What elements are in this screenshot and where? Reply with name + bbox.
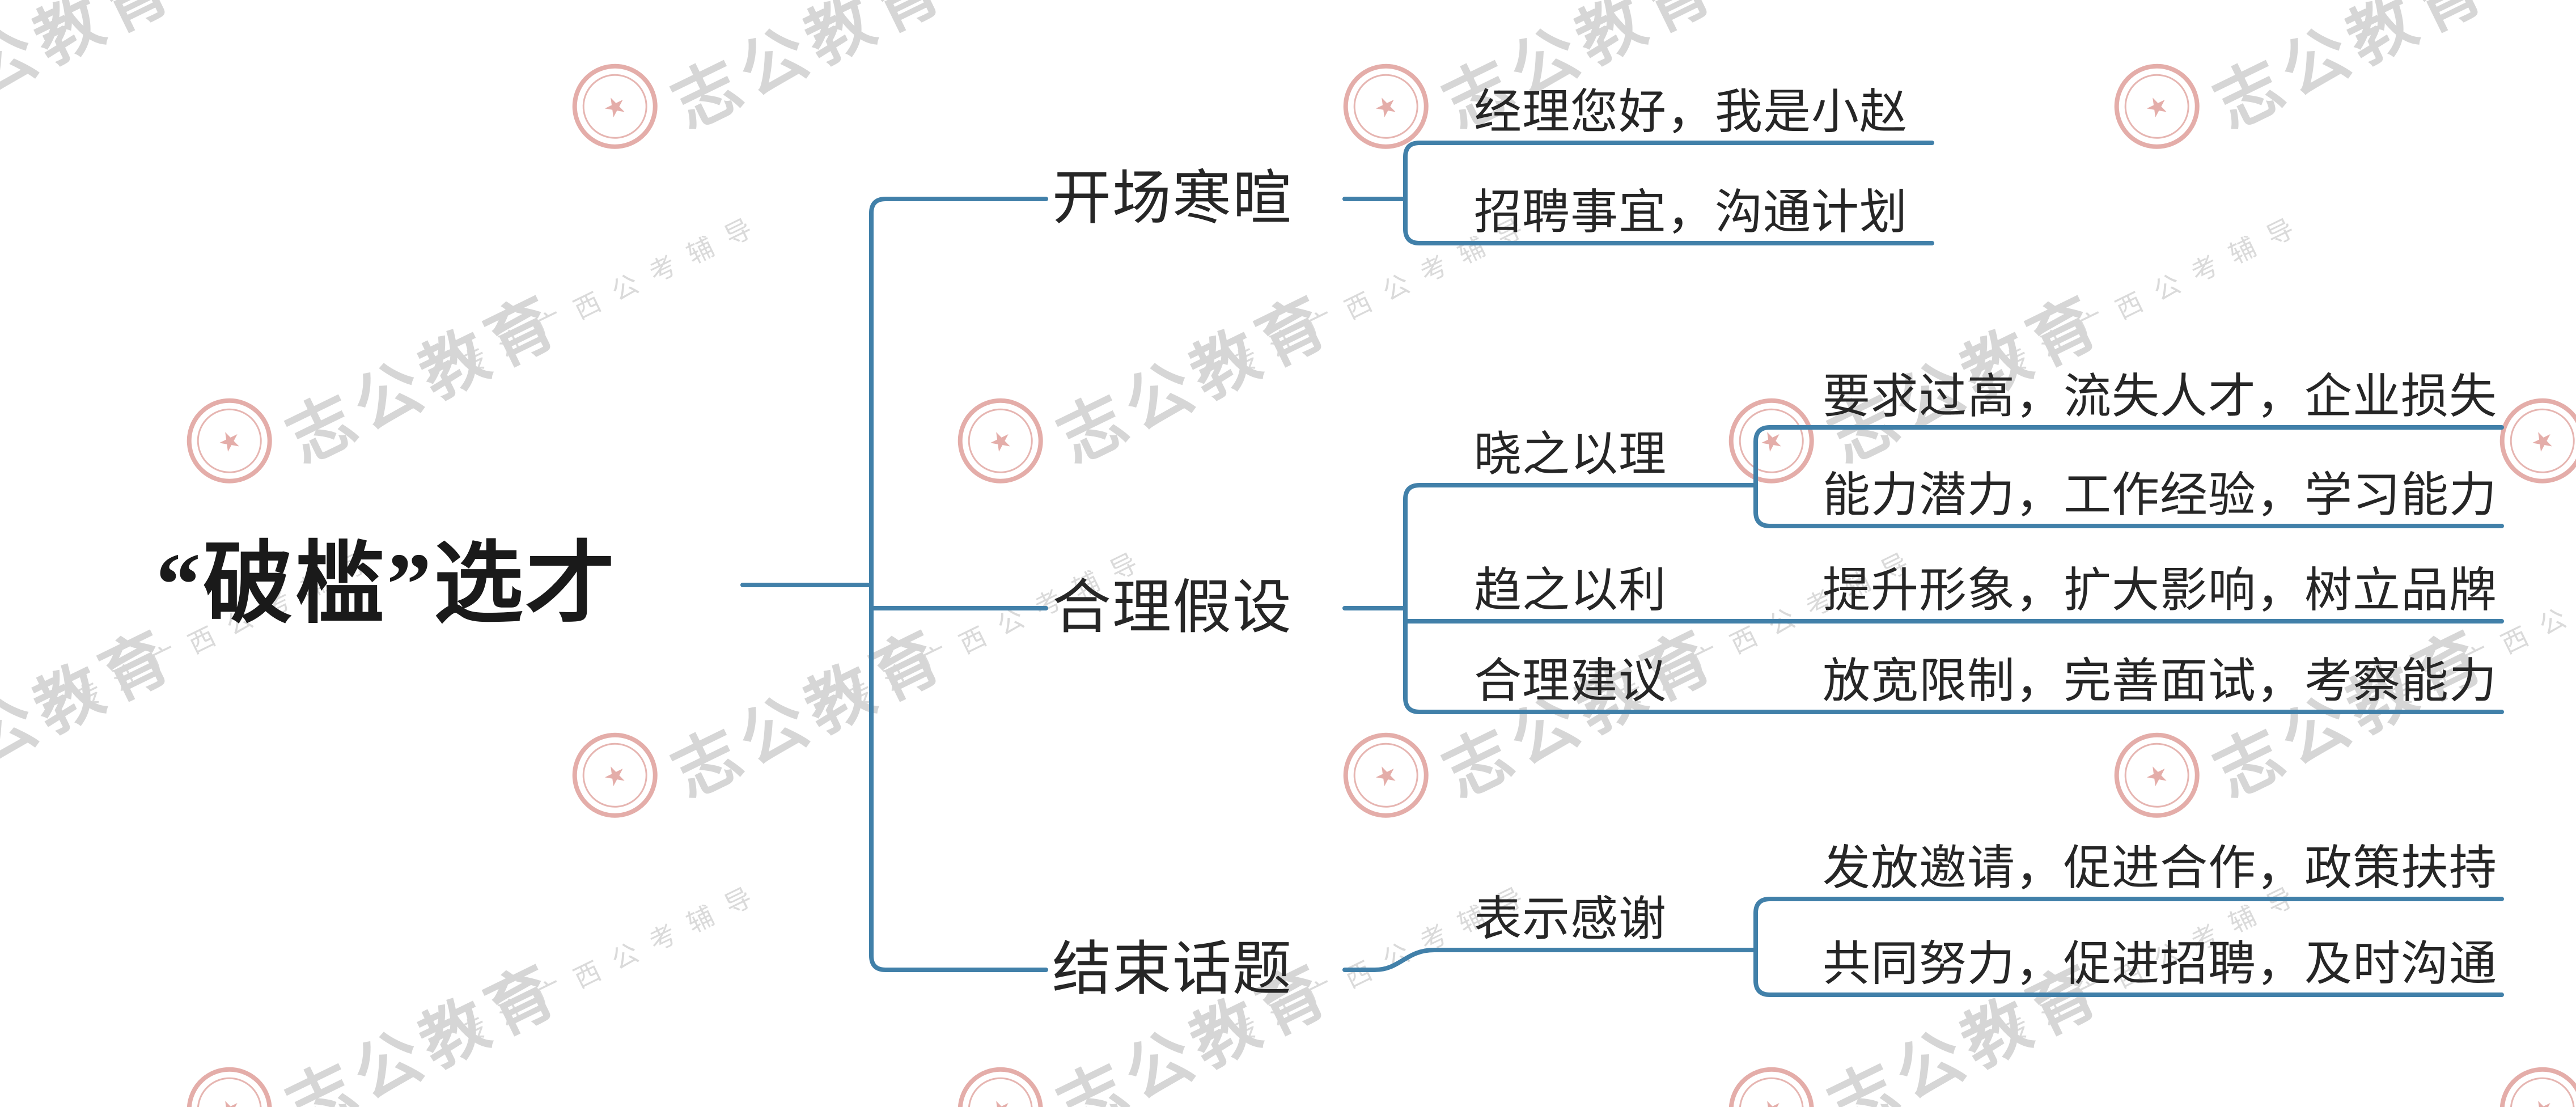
watermark-star-icon: ★ (179, 1059, 280, 1107)
watermark-seal-ring (571, 732, 658, 818)
watermark-tagline-text: 专注广西公考辅导 (456, 206, 771, 380)
watermark-seal-icon: ★ (558, 49, 672, 164)
watermark-seal-icon: ★ (2100, 718, 2214, 833)
watermark-seal-icon: ★ (943, 384, 1058, 498)
watermark-seal-icon: ★ (2485, 1053, 2576, 1107)
watermark-tile: ★志公教育专注广西公考辅导 (841, 266, 1346, 714)
watermark-star-icon: ★ (2140, 757, 2174, 794)
watermark-star-icon: ★ (1369, 757, 1403, 794)
watermark-seal-icon: ★ (172, 1053, 287, 1107)
main-topic-hypothesis: 合理假设 (1052, 575, 1293, 641)
watermark-seal-icon: ★ (943, 1053, 1058, 1107)
watermark-seal-ring (1342, 63, 1429, 150)
watermark-star-icon: ★ (598, 88, 632, 125)
leaf-topic-reasoning-1: 要求过高，流失人才，企业损失 (1823, 371, 2498, 423)
main-topic-closing: 结束话题 (1052, 937, 1293, 1002)
edge-main-bracket-bottom (869, 953, 1048, 972)
leaf-topic-reasoning-2: 能力潜力，工作经验，学习能力 (1823, 469, 2498, 522)
watermark-star-icon: ★ (598, 757, 632, 794)
watermark-star-icon: ★ (2140, 88, 2174, 125)
edge-main-bracket-top (869, 197, 1048, 958)
watermark-seal-ring (1728, 397, 1815, 484)
watermark-brand-text: 志公教育 (276, 283, 574, 478)
watermark-brand-text: 志公教育 (0, 0, 188, 143)
watermark-tile: ★志公教育专注广西公考辅导 (1998, 601, 2503, 1049)
watermark-seal-icon: ★ (1714, 384, 1829, 498)
watermark-seal-ring (186, 1066, 273, 1107)
watermark-tile: ★ 志公教育专注广西公考辅导 (456, 0, 961, 380)
watermark-seal-icon: ★ (1714, 1053, 1829, 1107)
sub-topic-greeting-line1: 经理您好，我是小赵 (1474, 86, 1908, 139)
watermark-tagline-text: 专注广西公考辅导 (456, 875, 771, 1049)
watermark-seal-ring (1342, 732, 1429, 818)
sub-topic-greeting-line2: 招聘事宜，沟通计划 (1474, 186, 1908, 239)
watermark-tagline-text: 专注广西公考辅导 (0, 201, 1, 382)
watermark-star-icon: ★ (2526, 423, 2560, 460)
watermark-seal-ring (2499, 1066, 2576, 1107)
watermark-brand-text: 志公教育 (662, 617, 959, 812)
watermark-tile: ★ 志公教育专注广西公考辅导 (456, 601, 961, 1049)
leaf-topic-thanks-1: 发放邀请，促进合作，政策扶持 (1823, 842, 2498, 895)
watermark-seal-icon: ★ (2485, 384, 2576, 498)
watermark-seal-ring (2499, 397, 2576, 484)
root-topic: “破槛”选才 (156, 535, 617, 634)
watermark-tile: ★ 志公教育专注广西公考辅导 (1998, 0, 2503, 380)
watermark-seal-ring (957, 397, 1044, 484)
watermark-tagline-text: 专注广西公考辅导 (0, 870, 1, 1051)
watermark-brand-text: 志公教育 (1433, 617, 1730, 812)
watermark-brand-text: 志公教育 (662, 0, 959, 143)
watermark-tagline-text: 专注广西公考辅导 (1998, 206, 2313, 380)
watermark-seal-icon: ★ (1329, 718, 1443, 833)
watermark-star-icon: ★ (2492, 1059, 2576, 1107)
watermark-seal-ring (186, 397, 273, 484)
watermark-seal-icon: ★ (1329, 49, 1443, 164)
sub-topic-benefits: 趋之以利 (1474, 565, 1667, 617)
watermark-seal-icon: ★ (558, 718, 672, 833)
watermark-seal-ring (2113, 63, 2200, 150)
watermark-brand-text: 志公教育 (2204, 617, 2501, 812)
watermark-star-icon: ★ (213, 423, 247, 460)
watermark-tile: ★志公教育专注广西公考辅导 (1227, 601, 1732, 1049)
watermark-star-icon: ★ (984, 423, 1018, 460)
sub-topic-suggestion: 合理建议 (1474, 655, 1667, 708)
watermark-tile: ★志公教育专注广西公考辅导 (70, 266, 575, 714)
watermark-star-icon: ★ (1721, 1059, 1822, 1107)
sub-topic-reasoning: 晓之以理 (1474, 429, 1667, 481)
watermark-seal-ring (957, 1066, 1044, 1107)
watermark-star-icon: ★ (1755, 423, 1789, 460)
watermark-star-icon: ★ (950, 1059, 1051, 1107)
watermark-seal-icon: ★ (172, 384, 287, 498)
watermark-seal-icon: ★ (2100, 49, 2214, 164)
leaf-topic-suggestion-1: 放宽限制，完善面试，考察能力 (1823, 655, 2498, 708)
watermark-brand-text: 志公教育 (1047, 283, 1345, 478)
watermark-seal-ring (2113, 732, 2200, 818)
watermark-brand-text: 志公教育 (276, 952, 574, 1107)
edge-branch2-chain (1342, 948, 1758, 972)
leaf-topic-benefits-1: 提升形象，扩大影响，树立品牌 (1823, 565, 2498, 617)
leaf-topic-thanks-2: 共同努力，促进招聘，及时沟通 (1823, 938, 2498, 991)
sub-topic-thanks: 表示感谢 (1474, 893, 1667, 946)
watermark-star-icon: ★ (1369, 88, 1403, 125)
watermark-seal-ring (1728, 1066, 1815, 1107)
watermark-seal-ring (571, 63, 658, 150)
watermark-brand-text: 志公教育 (2204, 0, 2501, 143)
main-topic-opening: 开场寒暄 (1052, 166, 1293, 231)
